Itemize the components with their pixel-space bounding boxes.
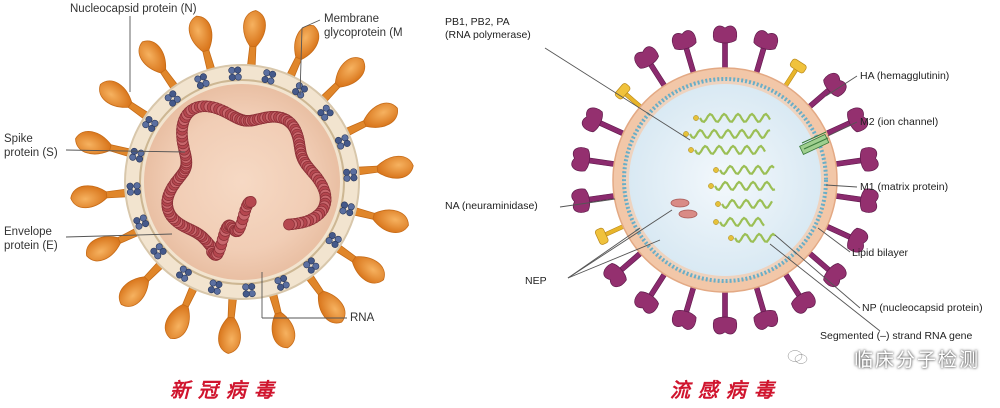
ha-hemagglutinin [634,270,669,314]
na-neuraminidase [594,223,627,245]
polymerase-complex [715,201,721,207]
label-rna: RNA [350,312,375,324]
ha-hemagglutinin [833,147,879,172]
ha-hemagglutinin [806,72,847,111]
spike-protein [70,185,132,209]
rna-bead [283,218,295,231]
label-membrane-line1: Membrane [324,13,379,25]
membrane-glycoprotein [339,201,355,217]
membrane-glycoprotein [228,66,242,81]
influenza-illustration [571,25,879,335]
membrane-glycoprotein [133,214,150,230]
membrane-glycoprotein [325,232,342,248]
label-polymerase: PB1, PB2, PA (RNA polymerase) [445,16,531,42]
membrane-glycoprotein [274,274,290,291]
ha-hemagglutinin [712,25,738,71]
membrane-glycoproteins [126,66,358,298]
membrane-glycoprotein [303,257,320,274]
rna-segment [689,128,771,140]
label-envelope-line2: protein (E) [4,240,58,252]
polymerase-complex [713,167,719,173]
polymerase-complex [713,219,719,225]
membrane-glycoprotein [292,82,308,99]
ha-hemagglutinin [753,284,779,330]
ha-hemagglutinin [634,46,669,90]
label-np: NP (nucleocapsid protein) [862,302,983,314]
label-spike-protein: Spike protein (S) [4,132,58,160]
label-nep: NEP [525,275,547,287]
membrane-glycoprotein [317,104,334,121]
watermark-text: 临床分子检测 [853,349,980,371]
label-spike-line1: Spike [4,133,33,145]
label-ha: HA (hemagglutinin) [860,70,950,82]
rna-segment [714,180,776,192]
caption-covid: 新冠病毒 [170,378,282,402]
label-spike-line2: protein (S) [4,147,58,159]
spike-protein [243,10,266,72]
label-envelope-line1: Envelope [4,226,52,238]
label-membrane-glycoprotein: Membrane glycoprotein (M [324,12,403,40]
flu-leader-lines [544,47,881,332]
rna-segment [734,232,776,244]
label-polymerase-line2: (RNA polymerase) [445,29,531,41]
rna-segment [694,144,766,156]
membrane-glycoprotein [164,90,181,107]
segmented-rna [683,112,776,244]
membrane-glycoprotein [242,283,256,298]
ha-hemagglutinin [671,284,697,330]
ha-hemagglutinin [712,289,738,335]
membrane-glycoprotein [207,279,223,295]
caption-flu: 流感病毒 [670,378,782,402]
ha-hemagglutinin [581,107,627,137]
membrane-glycoprotein [334,134,351,150]
label-lipid-bilayer: Lipid bilayer [852,247,909,259]
membrane-glycoprotein [343,168,358,182]
polymerase-complex [708,183,714,189]
spike-protein [218,292,241,354]
ha-hemagglutinin [571,188,617,213]
covid-leader-lines [65,16,347,319]
coronavirus-illustration [70,10,414,354]
membrane-glycoprotein [194,73,210,90]
label-envelope-protein: Envelope protein (E) [4,225,58,253]
membrane-glycoprotein [150,243,167,260]
rna-segment [719,216,765,228]
polymerase-complex [728,235,734,241]
label-na: NA (neuraminidase) [445,200,538,212]
rna-segment [721,198,773,210]
membrane-glycoprotein [126,182,141,196]
ha-hemagglutinin [833,188,879,213]
polymerase-complex [693,115,699,121]
ha-hemagglutinin [603,249,644,288]
label-membrane-line2: glycoprotein (M [324,27,403,39]
label-m2: M2 (ion channel) [860,116,939,128]
membrane-glycoprotein [142,116,159,132]
nep-proteins [670,198,698,219]
ha-hemagglutinin [571,147,617,172]
label-m1: M1 (matrix protein) [860,181,949,193]
wechat-icon [787,349,808,365]
covid-envelope-inner-line [139,79,345,285]
ha-hemagglutinin [753,30,779,76]
membrane-glycoprotein [176,265,192,282]
rna-bead [244,196,257,208]
na-neuraminidase [782,58,807,89]
membrane-glycoprotein [261,69,277,85]
spike-protein [352,155,414,179]
polymerase-complex [688,147,694,153]
polymerase-complex [683,131,689,137]
rna-segment [699,112,771,124]
label-segmented-rna: Segmented (–) strand RNA gene [820,330,973,342]
label-nucleocapsid-protein: Nucleocapsid protein (N) [70,3,197,15]
label-polymerase-line1: PB1, PB2, PA [445,16,510,28]
rna-helix [161,100,332,261]
ha-hemagglutinin [671,30,697,76]
ha-hemagglutinin [823,223,869,253]
rna-segment [719,164,775,176]
m2-ion-channel [799,131,830,155]
flu-core [629,84,821,276]
